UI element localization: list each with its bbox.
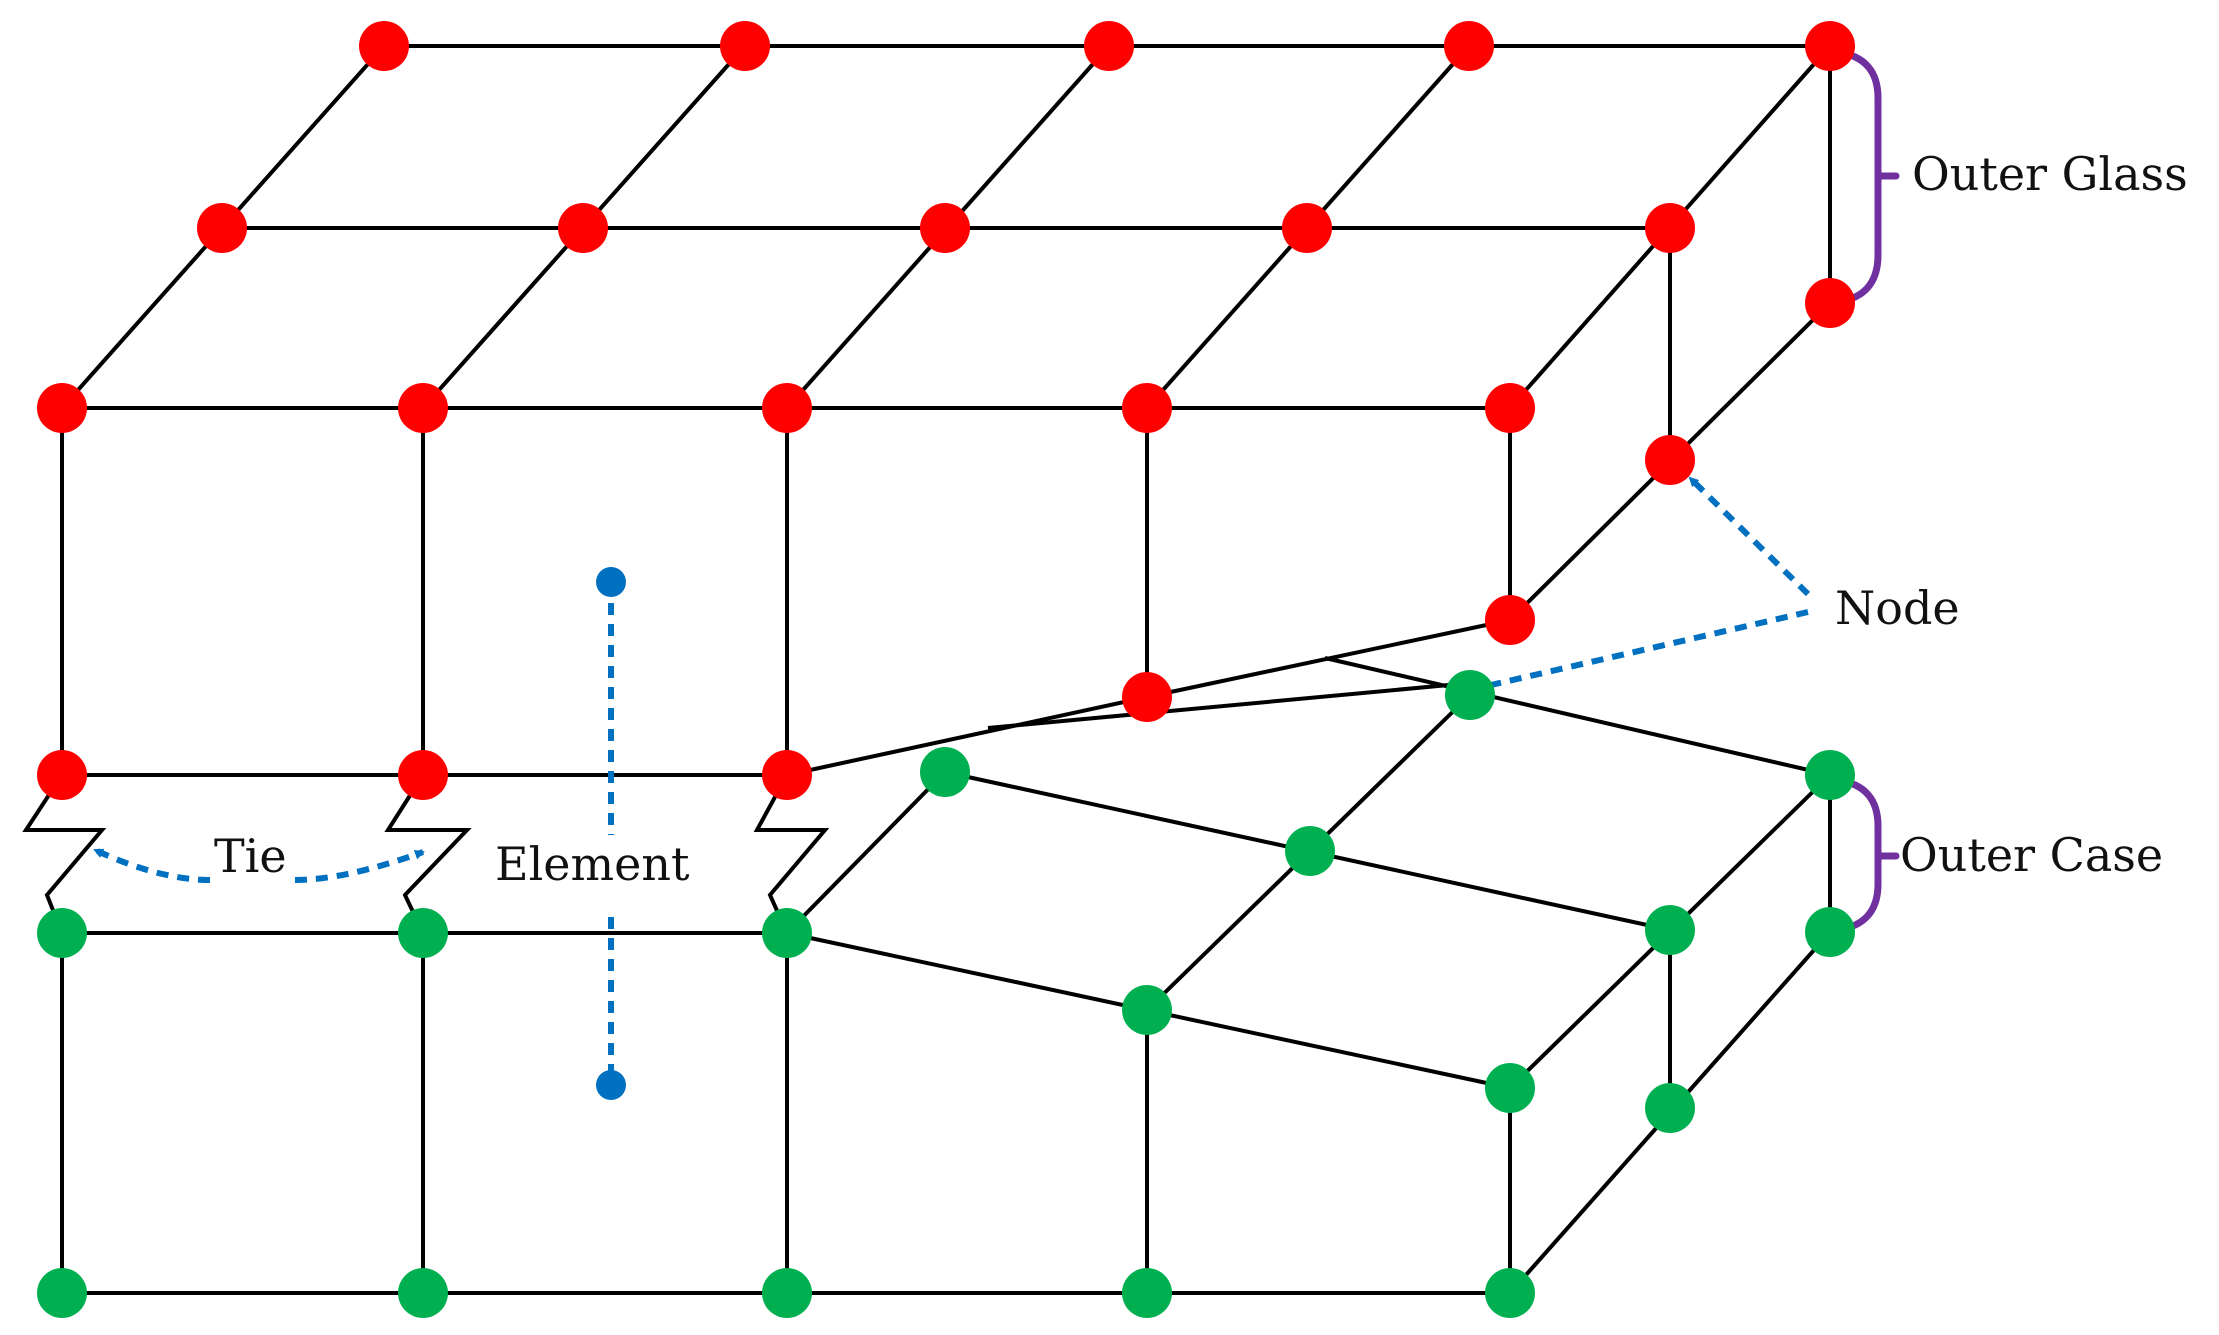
annotations: [93, 475, 1811, 1085]
case-node: [1285, 826, 1335, 876]
tie-arrow-right: [294, 849, 425, 883]
case-node: [37, 908, 87, 958]
glass-node: [920, 203, 970, 253]
element-endpoint-dot: [596, 567, 626, 597]
case-edge: [1324, 656, 1831, 777]
glass-node: [398, 750, 448, 800]
case-node: [1645, 1083, 1695, 1133]
glass-node: [37, 383, 87, 433]
label-tie: Tie: [214, 829, 287, 883]
break-mark: [384, 773, 472, 934]
glass-node: [37, 750, 87, 800]
glass-node: [1122, 383, 1172, 433]
glass-node: [762, 383, 812, 433]
glass-node: [398, 383, 448, 433]
case-node: [1122, 985, 1172, 1035]
label-node: Node: [1835, 581, 1960, 635]
break-mark: [22, 773, 107, 934]
case-node: [1485, 1063, 1535, 1113]
case-node: [762, 908, 812, 958]
node-arrow-lower: [1476, 609, 1809, 692]
glass-node: [1645, 435, 1695, 485]
case-node: [1122, 1268, 1172, 1318]
element-endpoint-dot: [596, 1070, 626, 1100]
glass-node: [1444, 21, 1494, 71]
node-arrow-upper: [1687, 475, 1811, 597]
case-node: [1445, 670, 1495, 720]
label-element: Element: [495, 837, 690, 891]
case-node: [398, 908, 448, 958]
glass-node: [762, 750, 812, 800]
case-node: [920, 747, 970, 797]
glass-node: [197, 203, 247, 253]
case-node: [37, 1268, 87, 1318]
glass-node: [1805, 21, 1855, 71]
glass-node: [1485, 595, 1535, 645]
label-outer-glass: Outer Glass: [1912, 147, 2188, 201]
case-node: [1805, 907, 1855, 957]
break-mark: [753, 774, 830, 934]
glass-node: [1122, 672, 1172, 722]
glass-node: [1282, 203, 1332, 253]
glass-node: [720, 21, 770, 71]
glass-nodes: [37, 21, 1855, 800]
outer-glass-bracket: [1834, 48, 1882, 306]
glass-node: [1645, 203, 1695, 253]
label-outer-case: Outer Case: [1900, 828, 2163, 882]
tie-arrow-left: [93, 847, 211, 883]
case-edge: [785, 770, 947, 935]
case-node: [1805, 750, 1855, 800]
glass-node: [1485, 383, 1535, 433]
glass-node: [1084, 21, 1134, 71]
case-edge: [987, 681, 1471, 730]
element-endpoints: [596, 567, 626, 1100]
case-nodes: [37, 670, 1855, 1318]
case-node: [1645, 905, 1695, 955]
brackets: [1834, 48, 1900, 934]
case-node: [398, 1268, 448, 1318]
glass-node: [1805, 278, 1855, 328]
case-node: [762, 1268, 812, 1318]
case-node: [1485, 1268, 1535, 1318]
glass-node: [359, 21, 409, 71]
outer-case-bracket: [1834, 776, 1882, 934]
glass-node: [558, 203, 608, 253]
